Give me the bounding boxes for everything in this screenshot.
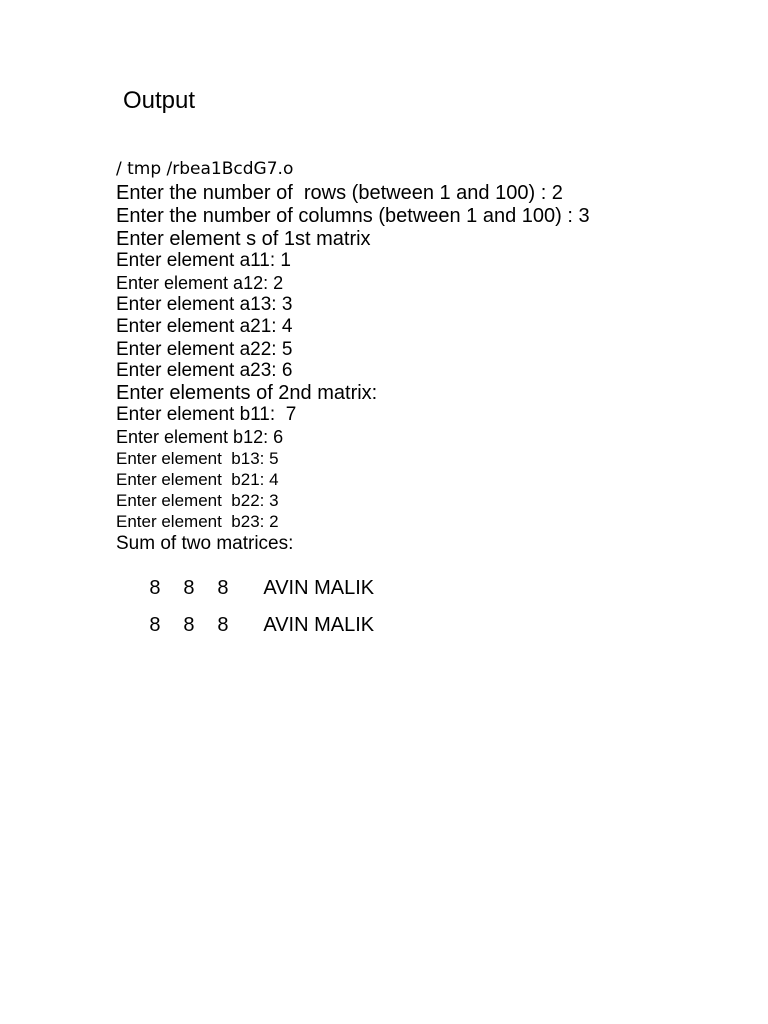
author-name: AVIN MALIK [263, 577, 375, 599]
executable-path-line: / tmp /rbea1BcdG7.o [116, 159, 294, 179]
element-a21-line: Enter element a21: 4 [116, 316, 293, 337]
element-b11-line: Enter element b11: 7 [116, 404, 297, 425]
sum-label-line: Sum of two matrices: [116, 533, 294, 554]
element-b21-line: Enter element b21: 4 [116, 470, 279, 489]
element-b13-line: Enter element b13: 5 [116, 449, 279, 468]
output-heading: Output [123, 87, 196, 114]
result-value: 8 [217, 577, 229, 599]
element-a22-line: Enter element a22: 5 [116, 339, 293, 360]
columns-prompt-line: Enter the number of columns (between 1 a… [116, 205, 590, 227]
result-value: 8 [149, 577, 161, 599]
element-a13-line: Enter element a13: 3 [116, 294, 293, 315]
element-a23-line: Enter element a23: 6 [116, 360, 293, 381]
result-value: 8 [183, 577, 195, 599]
element-b23-line: Enter element b23: 2 [116, 512, 279, 531]
author-name: AVIN MALIK [263, 614, 375, 636]
element-a11-line: Enter element a11: 1 [116, 250, 291, 271]
element-b22-line: Enter element b22: 3 [116, 491, 279, 510]
second-matrix-prompt-line: Enter elements of 2nd matrix: [116, 382, 378, 404]
first-matrix-prompt-line: Enter element s of 1st matrix [116, 228, 371, 250]
result-value: 8 [217, 614, 229, 636]
rows-prompt-line: Enter the number of rows (between 1 and … [116, 182, 563, 204]
result-value: 8 [183, 614, 195, 636]
element-a12-line: Enter element a12: 2 [116, 273, 284, 293]
element-b12-line: Enter element b12: 6 [116, 427, 284, 447]
result-value: 8 [149, 614, 161, 636]
